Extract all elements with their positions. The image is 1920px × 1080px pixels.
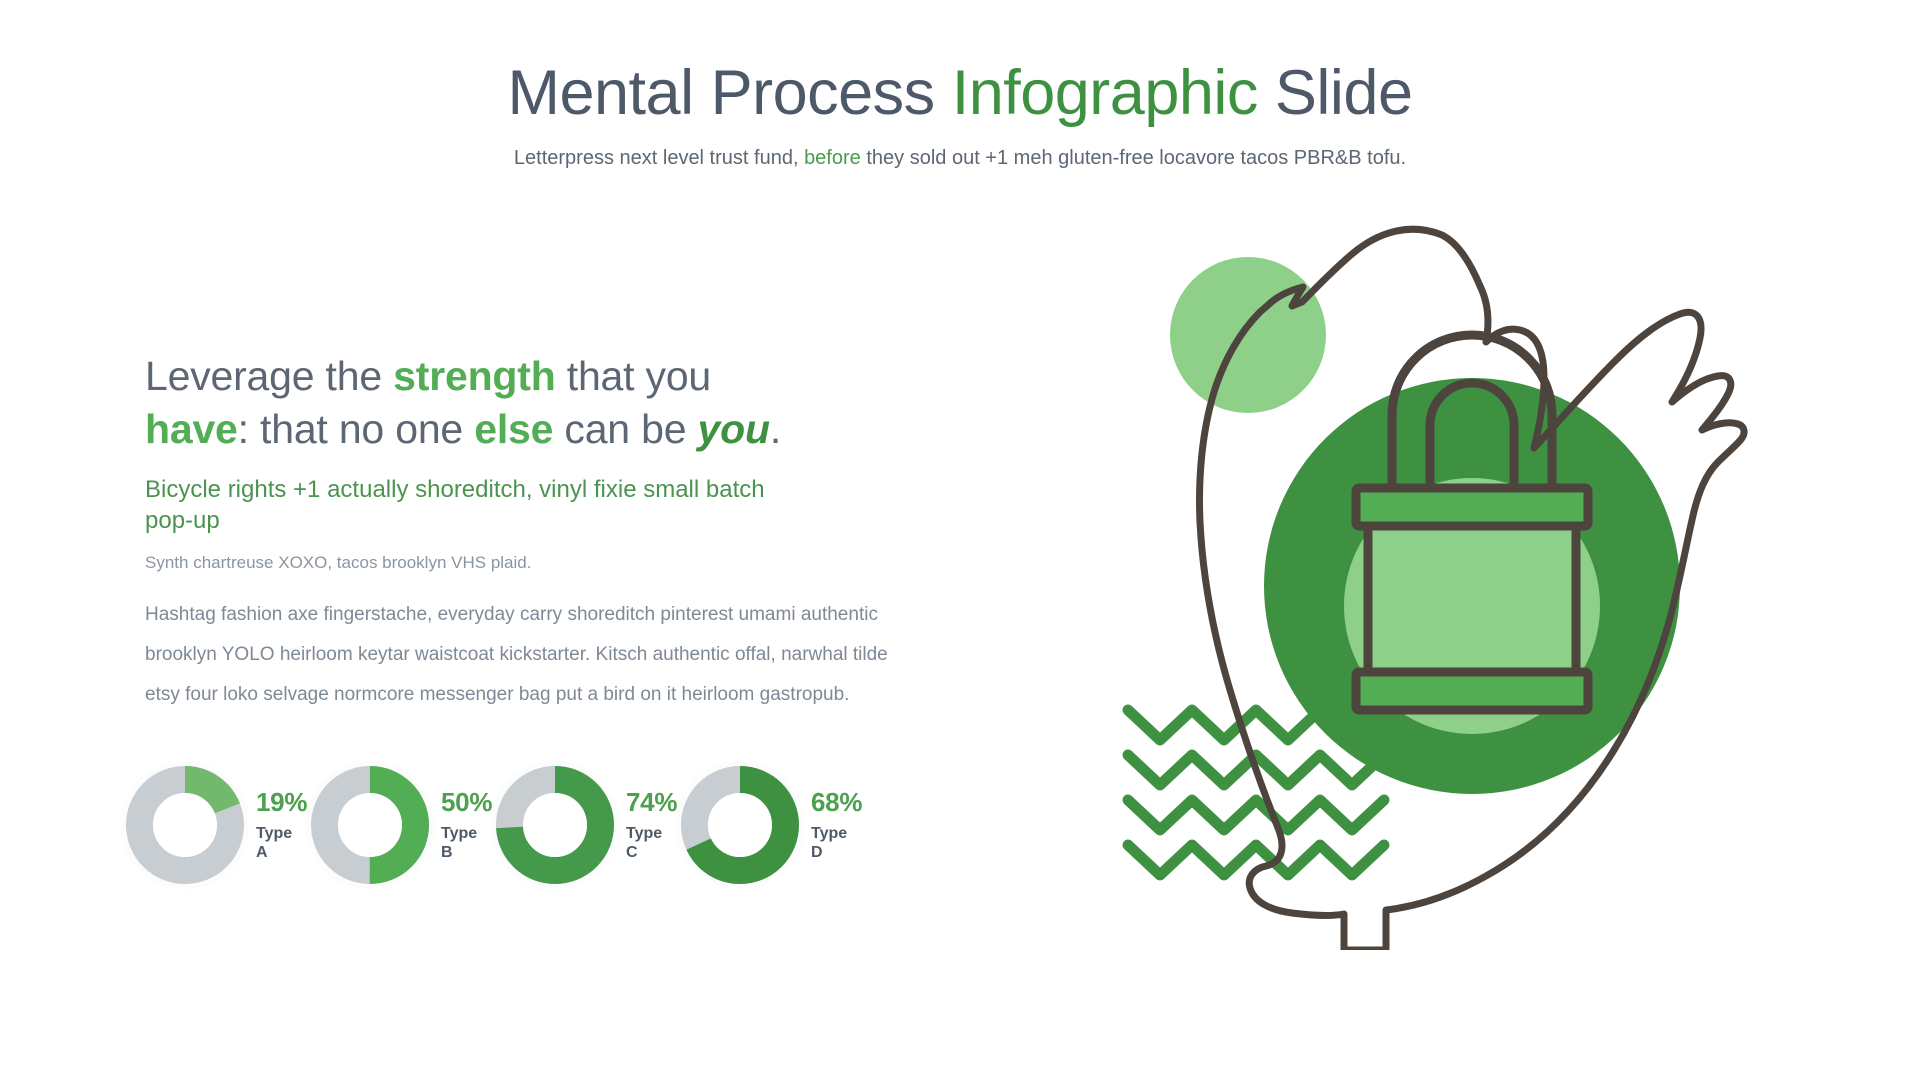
headline-have: have: [145, 406, 238, 453]
donut-svg-a: [126, 766, 244, 884]
headline-line1-c: that you: [555, 353, 712, 399]
headline-else: else: [474, 406, 554, 453]
donut-chart-row: 19% Type A 50% Type B: [120, 760, 862, 890]
padlock-icon: [1351, 330, 1593, 715]
donut-gauge-a: [120, 760, 250, 890]
padlock-shackle-outer: [1387, 330, 1557, 495]
headline-you: you: [697, 406, 770, 453]
donut-chart-item[interactable]: 68% Type D: [675, 760, 862, 890]
padlock-shackle-inner: [1425, 378, 1519, 495]
page-subtitle: Letterpress next level trust fund, befor…: [0, 145, 1920, 171]
body-paragraph: Hashtag fashion axe fingerstache, everyd…: [145, 603, 888, 706]
donut-label-group-a: 19% Type A: [256, 787, 307, 862]
donut-gauge-d: [675, 760, 805, 890]
donut-gauge-c: [490, 760, 620, 890]
donut-label-group-c: 74% Type C: [626, 787, 677, 862]
headline-line2-b: : that no one: [237, 406, 475, 453]
subtitle-part-3: they sold out +1 meh gluten-free locavor…: [860, 146, 1407, 169]
donut-category-d: Type D: [811, 824, 848, 861]
donut-chart-item[interactable]: 74% Type C: [490, 760, 677, 890]
headline-line2-d: can be: [553, 406, 698, 453]
donut-category-b: Type B: [441, 824, 478, 861]
title-part-3: Slide: [1257, 58, 1413, 128]
accent-circle-icon: [1170, 257, 1326, 413]
donut-percent-d: 68%: [811, 787, 863, 818]
donut-chart-item[interactable]: 19% Type A: [120, 760, 307, 890]
donut-chart-item[interactable]: 50% Type B: [305, 760, 492, 890]
donut-percent-c: 74%: [626, 787, 678, 818]
donut-label-group-b: 50% Type B: [441, 787, 492, 862]
donut-gauge-b: [305, 760, 435, 890]
donut-svg-c: [496, 766, 614, 884]
donut-label-group-d: 68% Type D: [811, 787, 862, 862]
title-part-highlight: Infographic: [951, 58, 1259, 128]
padlock-body: [1363, 521, 1581, 679]
donut-category-c: Type C: [626, 824, 663, 861]
padlock-top-band: [1351, 483, 1593, 531]
donut-svg-b: [311, 766, 429, 884]
title-part-1: Mental Process: [507, 58, 952, 128]
donut-svg-d: [681, 766, 799, 884]
padlock-bottom-band: [1351, 667, 1593, 715]
page-title: Mental Process Infographic Slide: [0, 58, 1920, 129]
small-note-text: Synth chartreuse XOXO, tacos brooklyn VH…: [145, 552, 532, 572]
head-with-padlock-illustration: [1120, 210, 1840, 950]
headline-strength: strength: [393, 353, 556, 399]
donut-percent-a: 19%: [256, 787, 308, 818]
green-lead-paragraph: Bicycle rights +1 actually shoreditch, v…: [145, 475, 765, 535]
left-content-column: Leverage the strength that you have: tha…: [145, 350, 935, 716]
subtitle-highlight: before: [804, 146, 861, 169]
subtitle-part-1: Letterpress next level trust fund,: [513, 146, 805, 169]
headline-line1-a: Leverage the: [145, 353, 394, 399]
donut-percent-b: 50%: [441, 787, 493, 818]
illustration-svg: [1122, 225, 1748, 950]
slide-header: Mental Process Infographic Slide Letterp…: [0, 58, 1920, 171]
head-profile-outline-icon: [1196, 225, 1748, 950]
headline-line2-f: .: [769, 406, 782, 453]
donut-category-a: Type A: [256, 824, 293, 861]
section-headline: Leverage the strength that you have: tha…: [145, 350, 935, 457]
